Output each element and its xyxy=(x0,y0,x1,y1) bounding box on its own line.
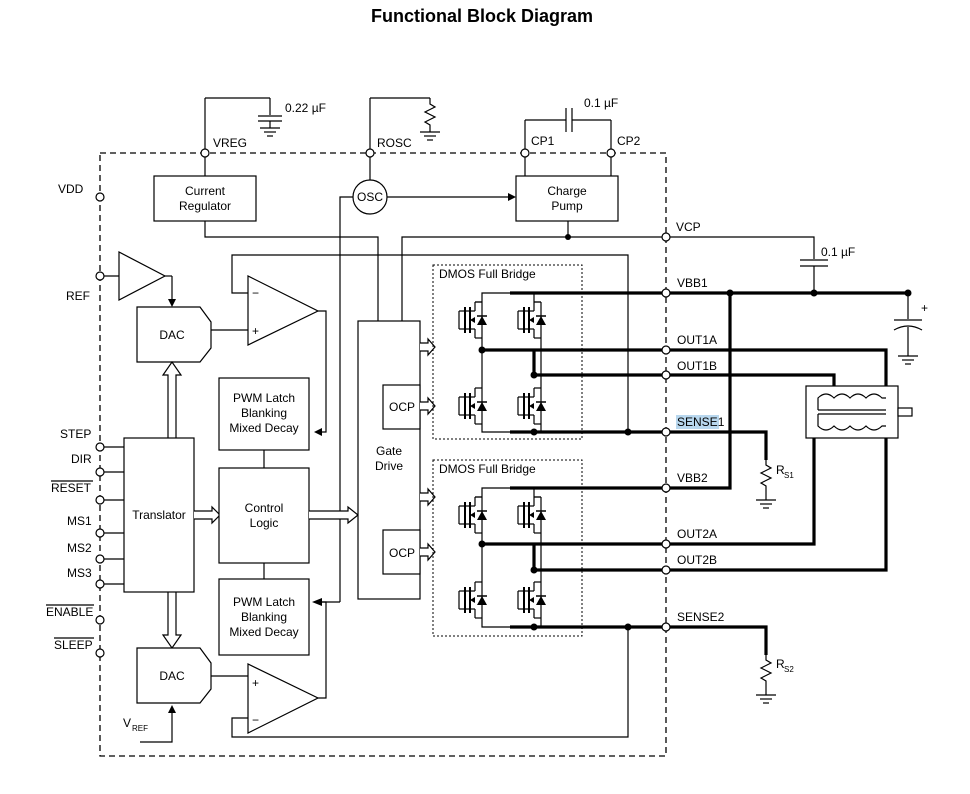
rs2-label-sub: S2 xyxy=(784,665,794,674)
pwm-top-block xyxy=(218,377,310,451)
dac-top-label: DAC xyxy=(159,328,185,342)
current-regulator-label-1: Current xyxy=(185,184,226,198)
pin-ref-label: REF xyxy=(66,289,90,303)
charge-pump-label-2: Pump xyxy=(551,199,583,213)
ic-boundary xyxy=(99,152,667,757)
pwm-top-label-2: Blanking xyxy=(241,406,287,420)
pin-ms1-label: MS1 xyxy=(67,514,92,528)
bus-translator-dac-bottom xyxy=(161,592,183,650)
bridge-bottom-label: DMOS Full Bridge xyxy=(439,462,536,476)
rs1-label: R xyxy=(776,463,785,477)
pin-circles xyxy=(95,148,671,658)
pin-sleep-label: SLEEP xyxy=(54,638,93,652)
pwm-top-label-3: Mixed Decay xyxy=(229,421,298,435)
stepper-motor-icon xyxy=(805,385,913,439)
pin-out2a-label: OUT2A xyxy=(677,527,717,541)
rosc-resistor xyxy=(369,97,440,153)
pin-sense2-label: SENSE2 xyxy=(677,610,725,624)
cp-capacitor: 0.1 µF xyxy=(524,96,618,153)
control-logic-label-1: Control xyxy=(245,501,284,515)
pump-to-gate-drive-wire xyxy=(401,221,569,321)
rs2-label: R xyxy=(776,657,785,671)
bus-translator-dac-top xyxy=(161,360,183,438)
comp-bottom-plus: + xyxy=(252,676,259,690)
translator-block xyxy=(123,437,195,593)
bus-logic-gate-drive xyxy=(309,505,359,525)
rs1-label-sub: S1 xyxy=(784,471,794,480)
pin-reset-label: RESET xyxy=(51,481,92,495)
ocp-top-label: OCP xyxy=(389,400,415,414)
sense-resistor-2: R S2 xyxy=(756,655,794,704)
vcp-capacitor: 0.1 µF xyxy=(666,236,855,293)
control-logic-block xyxy=(218,467,310,564)
vref-label-sub: REF xyxy=(132,724,148,733)
pwm-bottom-block xyxy=(218,578,310,656)
dac-top-block xyxy=(136,306,212,363)
ocp-bottom-label: OCP xyxy=(389,546,415,560)
pin-dir-label: DIR xyxy=(71,452,92,466)
pin-enable-label: ENABLE xyxy=(46,605,93,619)
gate-drive-label-2: Drive xyxy=(375,459,403,473)
vreg-capacitor: 0.22 µF xyxy=(204,97,326,153)
pin-cp2-label: CP2 xyxy=(617,134,641,148)
bridge-top-mosfets xyxy=(458,292,547,433)
gate-drive-arrows xyxy=(420,337,436,562)
bridge-bottom-boundary xyxy=(432,459,583,637)
pin-vbb1-label: VBB1 xyxy=(677,276,708,290)
dac-bottom-block xyxy=(136,647,212,704)
bridge-top-label: DMOS Full Bridge xyxy=(439,267,536,281)
bridge-top-boundary xyxy=(432,264,583,440)
vref-label: V xyxy=(123,716,131,730)
pin-out2b-label: OUT2B xyxy=(677,553,717,567)
pin-vbb2-label: VBB2 xyxy=(677,471,708,485)
pwm-bottom-label-1: PWM Latch xyxy=(233,595,295,609)
charge-pump-block xyxy=(515,175,619,222)
pin-step-label: STEP xyxy=(60,427,91,441)
page-title: Functional Block Diagram xyxy=(371,6,593,26)
comparator-bottom: + − xyxy=(211,601,629,738)
ref-buffer xyxy=(100,251,176,307)
osc-to-logic-wire xyxy=(339,196,353,602)
vreg-to-gate-drive-wire xyxy=(204,221,379,321)
pin-sense1-label: SENSE1 xyxy=(677,415,725,429)
bulk-cap-plus: + xyxy=(921,301,928,315)
comp-top-plus: + xyxy=(252,324,259,338)
pin-rosc-label: ROSC xyxy=(377,136,412,150)
pin-vcp-label: VCP xyxy=(676,220,701,234)
ocp-bottom-block xyxy=(382,529,421,575)
vcp-cap-value: 0.1 µF xyxy=(821,245,855,259)
pwm-bottom-label-2: Blanking xyxy=(241,610,287,624)
pwm-top-label-1: PWM Latch xyxy=(233,391,295,405)
cp-cap-value: 0.1 µF xyxy=(584,96,618,110)
pin-ms3-label: MS3 xyxy=(67,566,92,580)
pin-cp1-label: CP1 xyxy=(531,134,555,148)
current-regulator-label-2: Regulator xyxy=(179,199,231,213)
sense-resistor-1: R S1 xyxy=(756,460,794,509)
translator-label: Translator xyxy=(132,508,186,522)
charge-pump-label-1: Charge xyxy=(547,184,587,198)
sense1-highlight xyxy=(676,415,719,429)
input-pin-wires xyxy=(100,446,124,585)
comparator-top: − + xyxy=(211,254,629,436)
ocp-top-block xyxy=(382,384,421,430)
dac-bottom-label: DAC xyxy=(159,669,185,683)
comp-top-minus: − xyxy=(252,286,259,300)
pwm-bottom-label-3: Mixed Decay xyxy=(229,625,298,639)
pin-out1a-label: OUT1A xyxy=(677,333,717,347)
pin-ms2-label: MS2 xyxy=(67,541,92,555)
gate-drive-label-1: Gate xyxy=(376,444,402,458)
osc-label: OSC xyxy=(357,190,383,204)
comp-bottom-minus: − xyxy=(252,713,259,727)
bulk-capacitor: + xyxy=(893,293,928,365)
pin-vdd-label: VDD xyxy=(58,182,84,196)
control-logic-label-2: Logic xyxy=(250,516,279,530)
vreg-cap-value: 0.22 µF xyxy=(285,101,326,115)
pin-out1b-label: OUT1B xyxy=(677,359,717,373)
bus-translator-logic xyxy=(194,505,221,525)
pin-vreg-label: VREG xyxy=(213,136,247,150)
